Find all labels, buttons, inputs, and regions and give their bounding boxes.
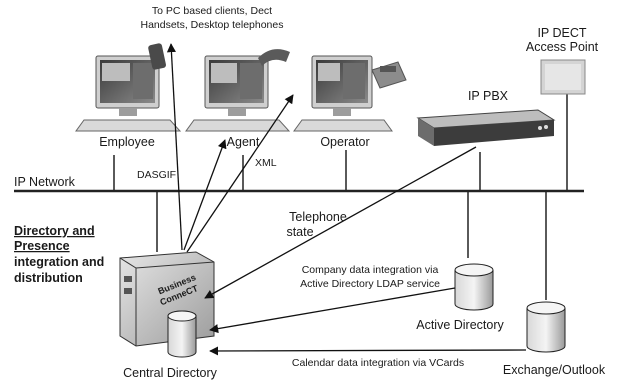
operator-workstation-icon bbox=[293, 55, 407, 132]
active-directory-note-line-2: Active Directory LDAP service bbox=[300, 278, 440, 290]
agent-label: Agent bbox=[227, 135, 260, 149]
ip-network-bus bbox=[14, 93, 584, 300]
xml-label: XML bbox=[255, 157, 277, 169]
exchange-note: Calendar data integration via VCards bbox=[292, 357, 464, 369]
central-directory-server-icon bbox=[119, 251, 215, 358]
central-directory-label: Central Directory bbox=[123, 366, 218, 380]
exchange-outlook-database-icon bbox=[526, 301, 566, 353]
arrow-to-agent-xml bbox=[186, 94, 294, 253]
directory-caption-line-3: integration and bbox=[14, 255, 104, 269]
ip-network-label: IP Network bbox=[14, 175, 76, 189]
ip-dect-label-line-1: IP DECT bbox=[537, 26, 586, 40]
active-directory-label: Active Directory bbox=[416, 318, 504, 332]
ip-dect-access-point-icon bbox=[540, 59, 586, 95]
active-directory-database-icon bbox=[454, 263, 494, 311]
arrow-telephone-state bbox=[204, 146, 477, 299]
employee-label: Employee bbox=[99, 135, 155, 149]
arrow-to-pc-clients bbox=[166, 43, 183, 251]
operator-label: Operator bbox=[320, 135, 369, 149]
directory-caption-line-1: Directory and bbox=[14, 224, 95, 238]
arrow-exchange-data bbox=[209, 346, 527, 356]
flow-arrows bbox=[166, 43, 527, 356]
telephone-state-line-1: Telephone bbox=[289, 210, 347, 224]
top-note-line-2: Handsets, Desktop telephones bbox=[140, 19, 283, 31]
directory-caption-line-2: Presence bbox=[14, 239, 70, 253]
exchange-outlook-label: Exchange/Outlook bbox=[503, 363, 606, 377]
employee-workstation-icon bbox=[75, 43, 182, 132]
ip-pbx-icon bbox=[416, 109, 556, 146]
arrow-to-agent-dasgif bbox=[183, 139, 227, 251]
active-directory-note-line-1: Company data integration via bbox=[302, 264, 439, 276]
telephone-state-line-2: state bbox=[286, 225, 313, 239]
ip-pbx-label: IP PBX bbox=[468, 89, 509, 103]
agent-workstation-icon bbox=[185, 49, 291, 132]
ip-dect-label-line-2: Access Point bbox=[526, 40, 599, 54]
top-note-line-1: To PC based clients, Dect bbox=[152, 5, 272, 17]
directory-caption-line-4: distribution bbox=[14, 271, 83, 285]
arrow-active-directory-data bbox=[209, 287, 456, 334]
dasgif-label: DASGIF bbox=[137, 169, 176, 181]
